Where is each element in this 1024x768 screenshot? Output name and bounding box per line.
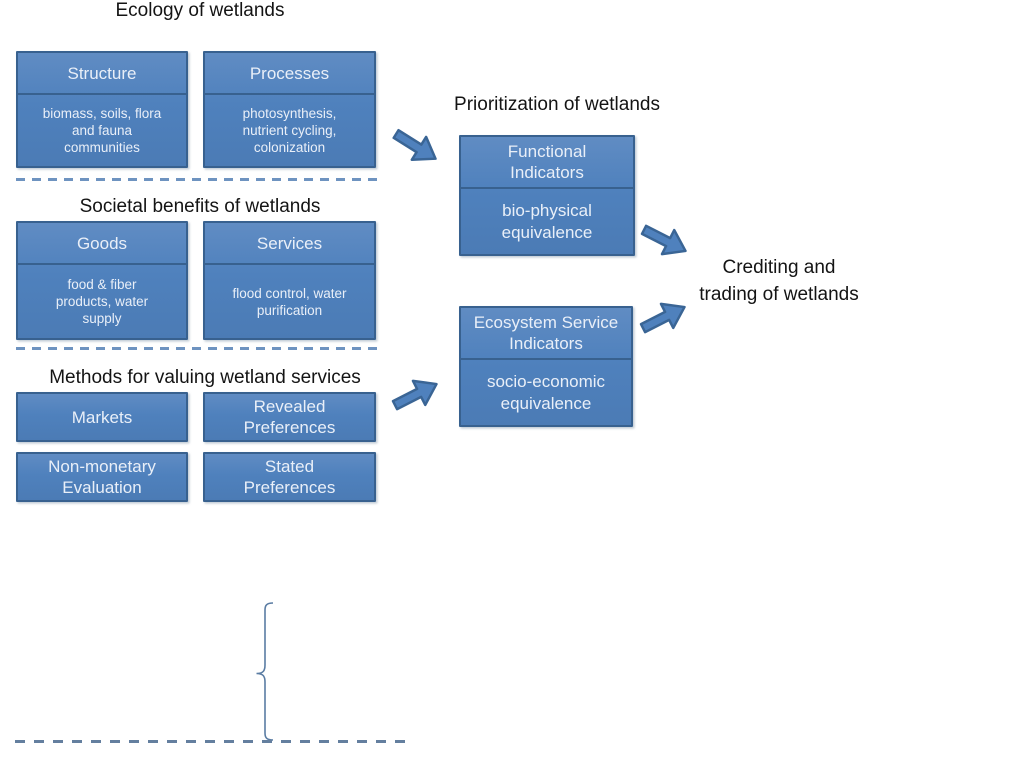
crediting-trading-label: Crediting and trading of wetlands bbox=[699, 257, 859, 305]
revealed-preferences-box: Revealed Preferences bbox=[203, 392, 376, 442]
markets-box: Markets bbox=[16, 392, 188, 442]
stated-preferences-box: Stated Preferences bbox=[203, 452, 376, 502]
divider-dashed-2 bbox=[16, 347, 378, 350]
arrow-methods-to-ecosystem-icon bbox=[391, 379, 438, 411]
services-title: Services bbox=[205, 223, 374, 265]
ecosystem-service-indicators-body: socio-economic equivalence bbox=[486, 371, 606, 413]
left-brace-icon bbox=[256, 602, 274, 741]
methods-heading: Methods for valuing wetland services bbox=[49, 367, 361, 388]
functional-indicators-box: Functional Indicators bio-physical equiv… bbox=[459, 135, 635, 256]
structure-body: biomass, soils, flora and fauna communit… bbox=[42, 106, 162, 155]
goods-title: Goods bbox=[18, 223, 186, 265]
arrow-functional-to-crediting-icon bbox=[640, 224, 687, 256]
processes-title: Processes bbox=[205, 53, 374, 95]
ecology-heading: Ecology of wetlands bbox=[115, 0, 285, 21]
prioritization-heading: Prioritization of wetlands bbox=[454, 94, 660, 115]
structure-box: Structure biomass, soils, flora and faun… bbox=[16, 51, 188, 168]
services-box: Services flood control, water purificati… bbox=[203, 221, 376, 340]
societal-heading: Societal benefits of wetlands bbox=[79, 196, 321, 217]
ecosystem-service-indicators-box: Ecosystem Service Indicators socio-econo… bbox=[459, 306, 633, 427]
ecosystem-service-indicators-title: Ecosystem Service Indicators bbox=[461, 308, 631, 360]
non-monetary-evaluation-box: Non-monetary Evaluation bbox=[16, 452, 188, 502]
arrow-ecology-to-functional-icon bbox=[392, 128, 437, 162]
goods-box: Goods food & fiber products, water suppl… bbox=[16, 221, 188, 340]
services-body: flood control, water purification bbox=[232, 285, 347, 318]
functional-indicators-title: Functional Indicators bbox=[461, 137, 633, 189]
functional-indicators-body: bio-physical equivalence bbox=[501, 200, 593, 242]
structure-title: Structure bbox=[18, 53, 186, 95]
divider-dashed-1 bbox=[16, 178, 378, 181]
bottom-dashed-line bbox=[15, 740, 414, 743]
processes-box: Processes photosynthesis, nutrient cycli… bbox=[203, 51, 376, 168]
goods-body: food & fiber products, water supply bbox=[55, 277, 149, 326]
processes-body: photosynthesis, nutrient cycling, coloni… bbox=[242, 106, 337, 155]
arrow-ecosystem-to-crediting-icon bbox=[639, 302, 686, 334]
